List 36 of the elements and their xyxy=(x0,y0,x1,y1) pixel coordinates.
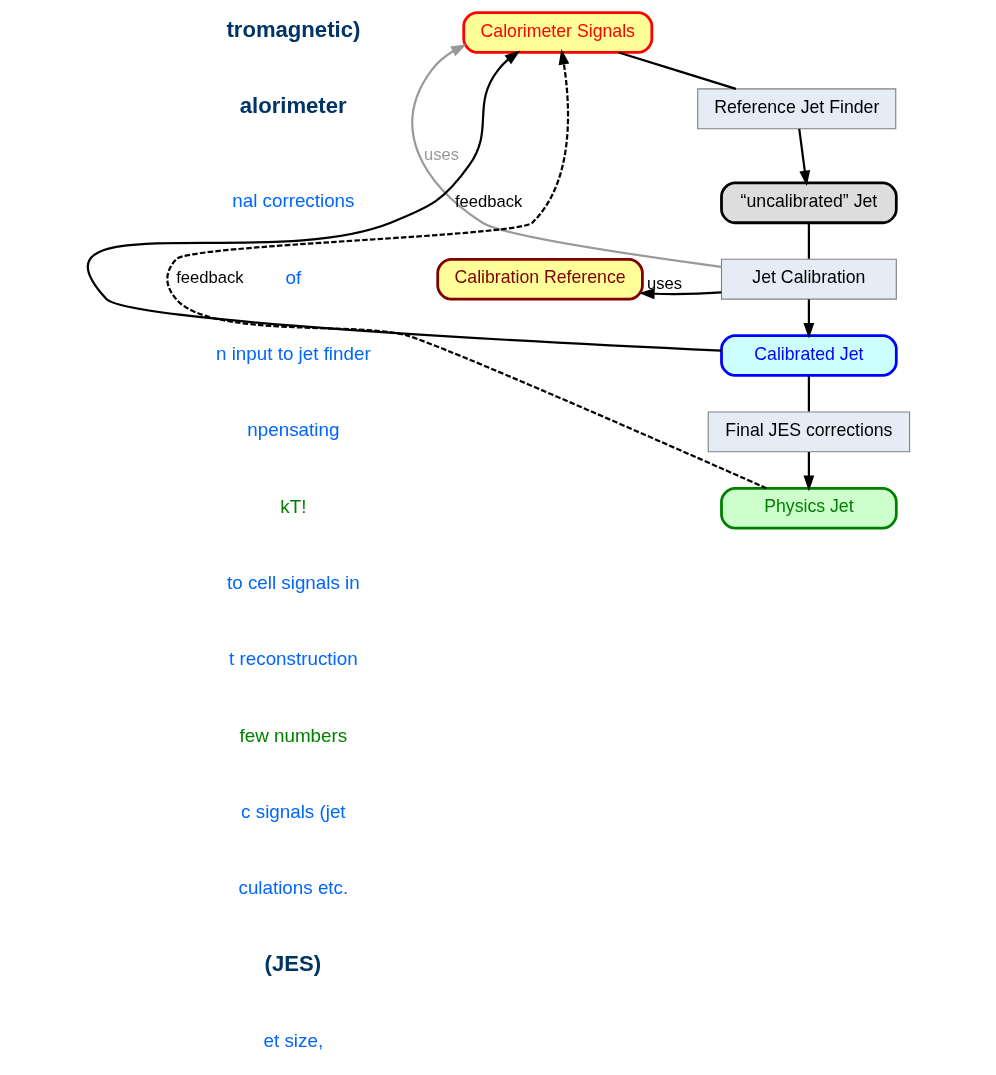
label: alorimeter xyxy=(239,93,347,119)
connector xyxy=(807,223,810,259)
label: kT! xyxy=(279,495,306,517)
edge-label: uses xyxy=(423,144,459,164)
node-box: Calibrated Jet xyxy=(719,334,898,377)
label: (JES) xyxy=(264,950,321,976)
node-box: Calorimeter Signals xyxy=(461,11,653,54)
connector xyxy=(617,51,736,90)
label: of xyxy=(285,266,301,288)
arrow xyxy=(802,299,814,339)
arrow xyxy=(88,50,721,352)
node-box: Calibration Reference xyxy=(435,257,644,301)
label: tromagnetic) xyxy=(225,16,360,42)
arrow xyxy=(638,288,722,300)
node-box: “uncalibrated” Jet xyxy=(719,181,898,225)
edge-label: feedback xyxy=(454,191,522,211)
edge-label: feedback xyxy=(175,268,243,288)
arrow xyxy=(797,128,810,187)
label: et size, xyxy=(263,1030,323,1052)
connector xyxy=(807,375,810,412)
node-box: Final JES corrections xyxy=(707,411,910,453)
node-box: Physics Jet xyxy=(719,486,898,530)
edge-label: uses xyxy=(646,273,682,293)
label: culations etc. xyxy=(238,877,348,899)
node-box: Reference Jet Finder xyxy=(696,88,896,130)
label: c signals (jet xyxy=(240,801,346,823)
arrow xyxy=(166,49,767,490)
label: nal corrections xyxy=(231,190,354,212)
label: to cell signals in xyxy=(226,572,360,594)
arrow xyxy=(802,452,814,492)
label: npensating xyxy=(246,419,339,441)
label: t reconstruction xyxy=(228,648,358,670)
label: few numbers xyxy=(239,724,347,746)
node-box: Jet Calibration xyxy=(720,258,897,300)
label: n input to jet finder xyxy=(215,343,371,365)
arrow xyxy=(410,44,721,268)
